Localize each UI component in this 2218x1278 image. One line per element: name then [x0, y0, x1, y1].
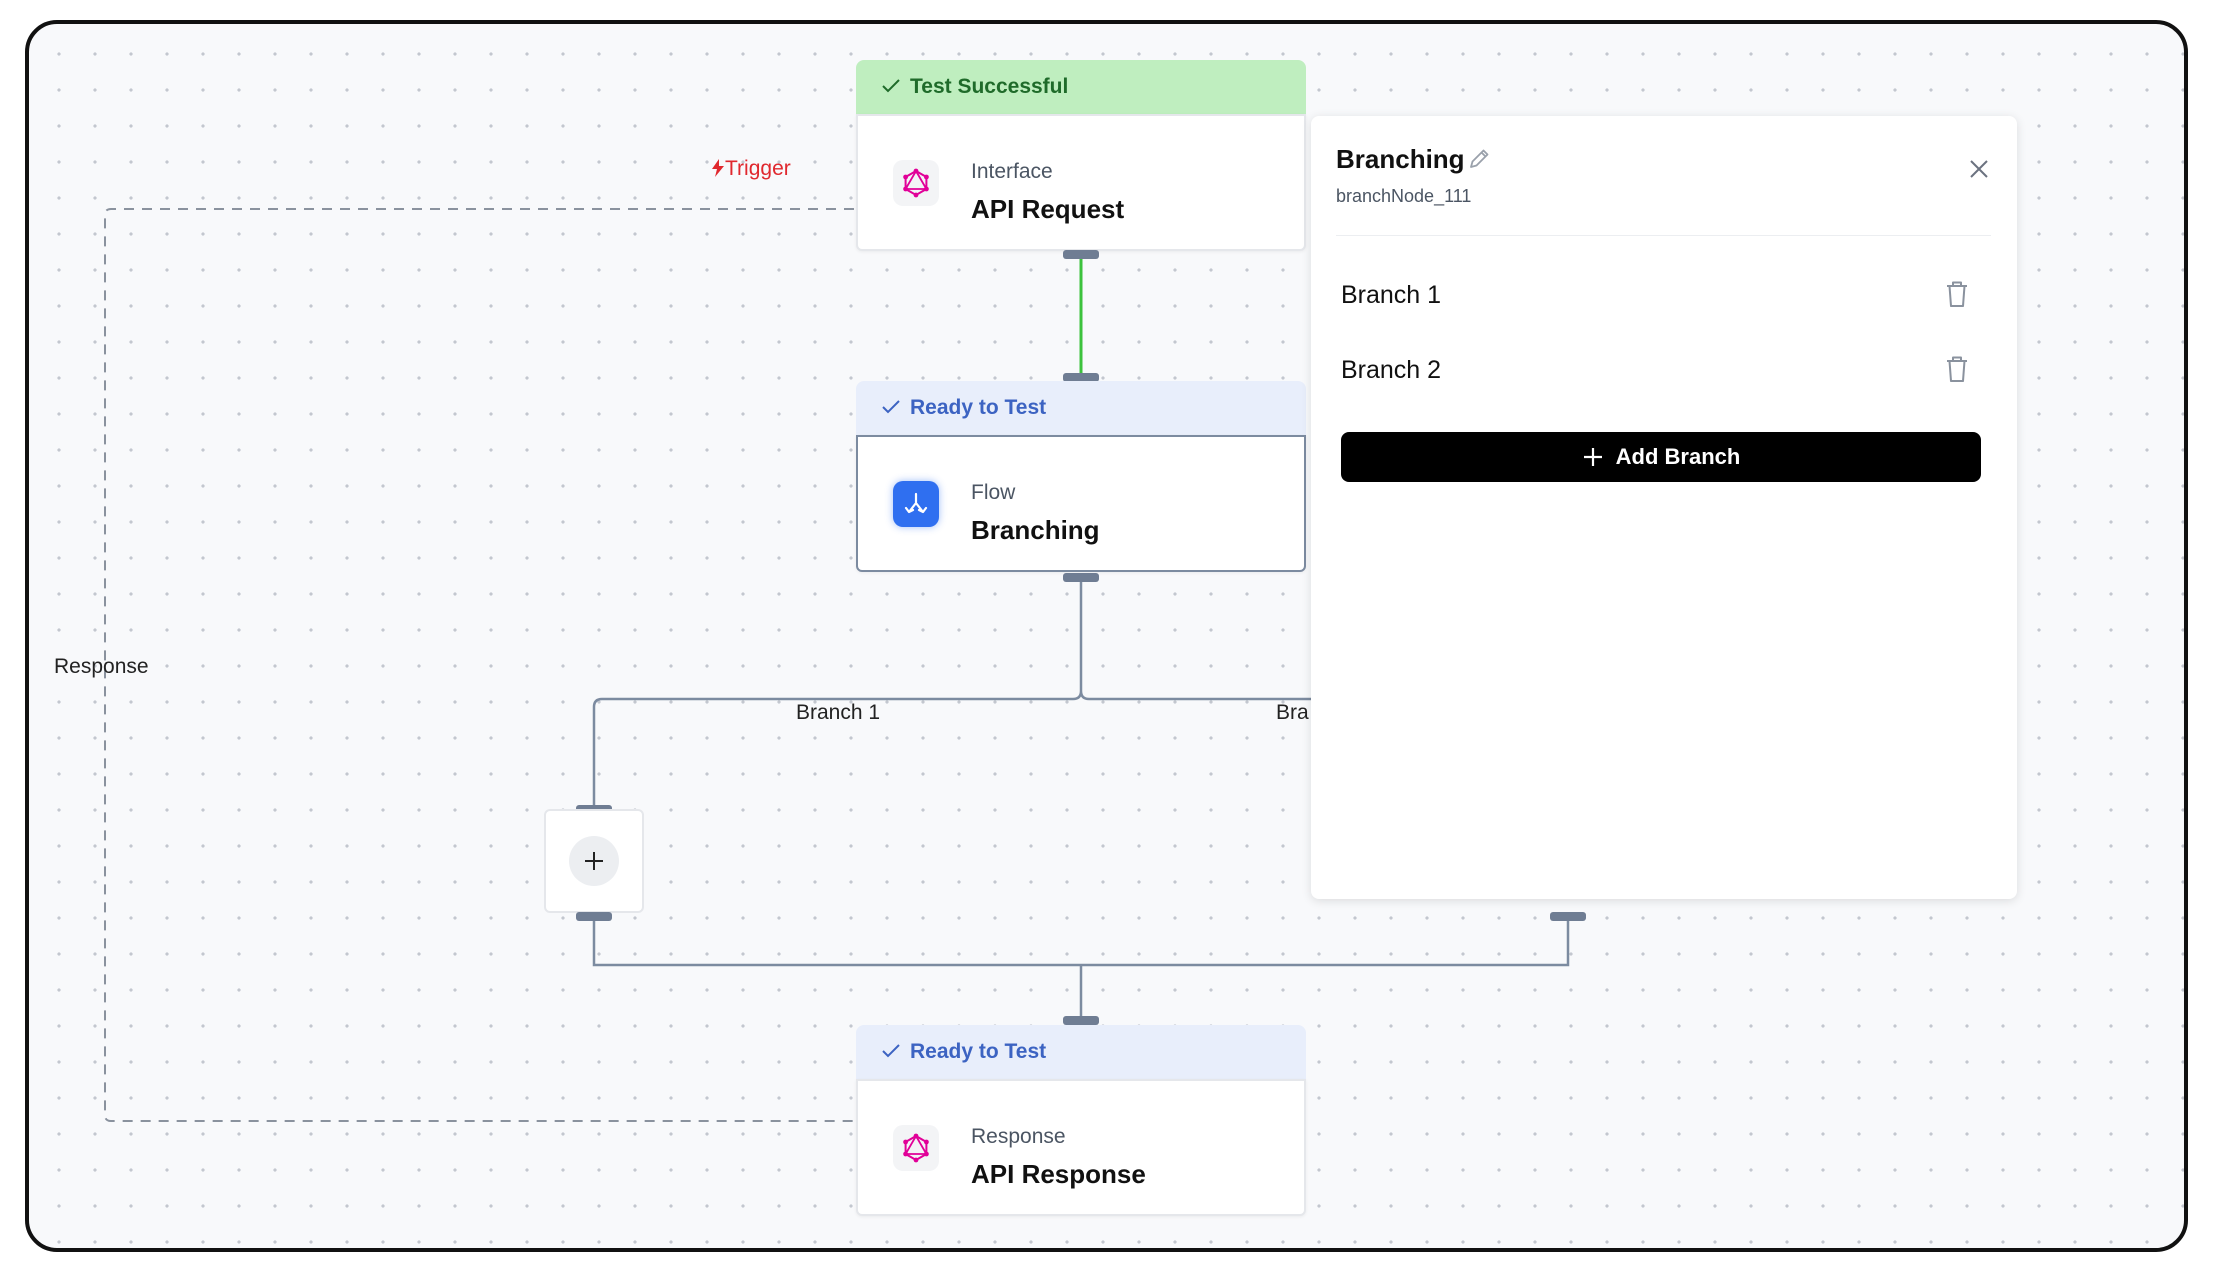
divider	[1336, 235, 1991, 236]
add-branch-label: Add Branch	[1615, 444, 1741, 469]
lightning-icon	[712, 159, 724, 177]
branch-split-edge	[592, 577, 1311, 805]
output-handle[interactable]	[1063, 250, 1099, 259]
trigger-edge-label: Trigger	[711, 157, 791, 181]
output-handle[interactable]	[576, 912, 612, 921]
output-handle[interactable]	[1063, 573, 1099, 582]
node-type-label: Response	[971, 1125, 1066, 1148]
workflow-canvas[interactable]: Trigger Response Branch 1 Bra Test Succe…	[25, 20, 2188, 1252]
status-badge: Ready to Test	[856, 1025, 1306, 1079]
add-branch-button[interactable]: Add Branch	[1341, 432, 1981, 482]
branch-list-item: Branch 1	[1341, 269, 1971, 319]
node-id-label: branchNode_111	[1336, 186, 1472, 206]
add-step-button[interactable]	[569, 836, 619, 886]
node-type-label: Flow	[971, 481, 1016, 504]
branch-list-item: Branch 2	[1341, 344, 1971, 394]
branch-merge-edge	[592, 916, 1570, 1020]
trigger-label-text: Trigger	[725, 157, 791, 180]
input-handle[interactable]	[1063, 1016, 1099, 1025]
trash-icon[interactable]	[1943, 279, 1971, 309]
node-name-label: Branching	[971, 515, 1100, 545]
branch-label: Branch 1	[1341, 281, 1442, 309]
branching-node[interactable]: Ready to Test Flow Branching	[856, 381, 1306, 575]
graphql-icon	[893, 1125, 939, 1171]
checkmark-icon	[882, 75, 900, 99]
node-card[interactable]: Flow Branching	[856, 435, 1306, 572]
pencil-icon[interactable]	[1466, 146, 1492, 172]
status-text: Ready to Test	[910, 1040, 1047, 1063]
node-type-label: Interface	[971, 160, 1053, 183]
edges-layer	[104, 208, 1570, 1122]
node-card[interactable]: Interface API Request	[856, 114, 1306, 251]
output-handle[interactable]	[1550, 912, 1586, 921]
node-name-label: API Request	[971, 194, 1125, 224]
plus-icon	[585, 852, 603, 870]
status-badge: Test Successful	[856, 60, 1306, 114]
response-edge-label: Response	[54, 655, 149, 678]
trigger-response-loop-edge	[104, 208, 854, 1122]
branch1-edge-label: Branch 1	[796, 701, 881, 724]
branch-label: Branch 2	[1341, 356, 1442, 384]
node-name-label: API Response	[971, 1159, 1146, 1189]
branching-settings-panel: Branching branchNode_111 Branch 1 Branch…	[1311, 116, 2017, 899]
response-node[interactable]: Ready to Test Response API Response	[856, 1025, 1306, 1219]
status-text: Test Successful	[910, 75, 1069, 98]
node-card[interactable]: Response API Response	[856, 1079, 1306, 1216]
close-icon[interactable]	[1966, 156, 1992, 182]
status-badge: Ready to Test	[856, 381, 1306, 435]
checkmark-icon	[882, 1040, 900, 1064]
checkmark-icon	[882, 396, 900, 420]
status-text: Ready to Test	[910, 396, 1047, 419]
graphql-icon	[893, 160, 939, 206]
branch-icon	[893, 481, 939, 527]
trash-icon[interactable]	[1943, 354, 1971, 384]
interface-node[interactable]: Test Successful Interface API Request	[856, 60, 1306, 254]
branch2-edge-label: Bra	[1276, 701, 1309, 724]
plus-icon	[1582, 446, 1604, 468]
panel-title: Branching	[1336, 144, 1465, 174]
branch1-placeholder-node	[544, 809, 644, 913]
input-handle[interactable]	[1063, 373, 1099, 382]
